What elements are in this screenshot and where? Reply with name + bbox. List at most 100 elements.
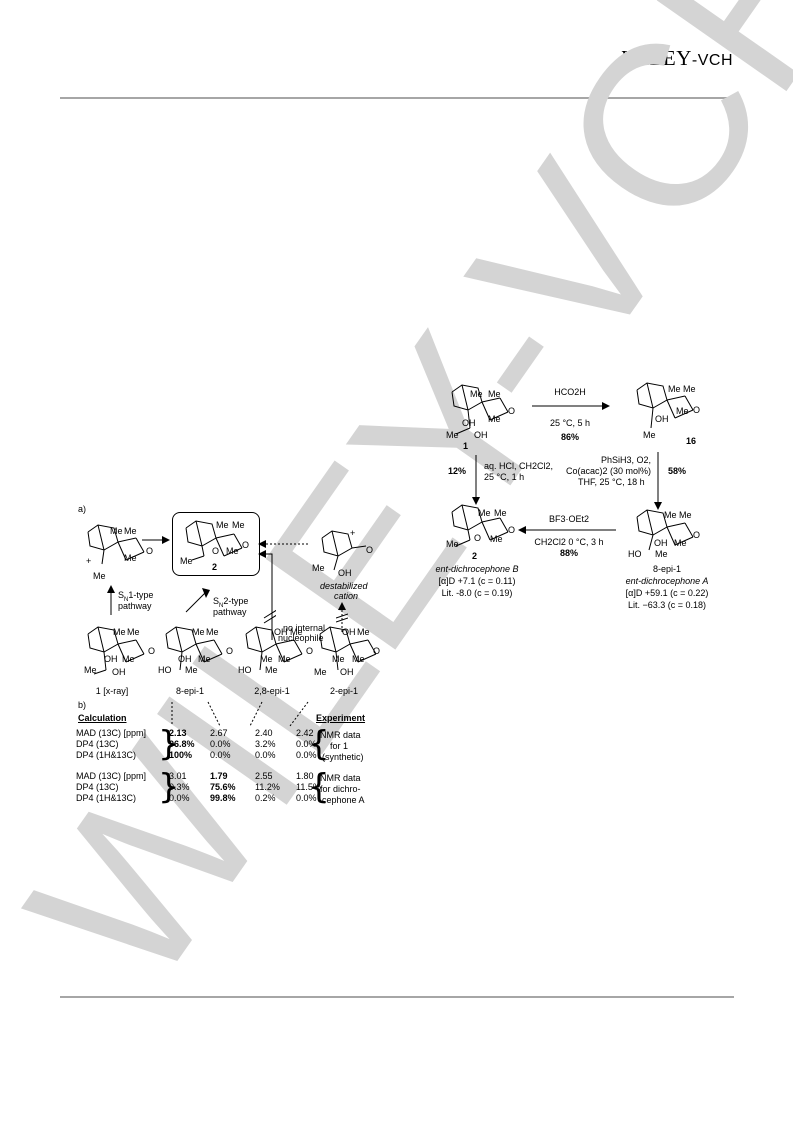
cell: 3.01 [169, 771, 187, 781]
structure-16 [636, 382, 694, 429]
label-o: O [366, 545, 374, 555]
sn2-pathway: pathway [213, 607, 247, 617]
cell: 0.0% [255, 750, 276, 760]
label-me: Me [314, 667, 327, 677]
label-me: Me [185, 665, 198, 675]
compound-16-label: 16 [686, 436, 697, 446]
arrow-to-product [142, 536, 170, 544]
label-plus: + [86, 556, 92, 566]
r1-reagent: HCO2H [554, 387, 586, 397]
label-o: O [693, 405, 701, 415]
label-me: Me [93, 571, 106, 581]
label-me: Me [470, 389, 483, 399]
compound-8-epi-rotation: [α]D +59.1 (c = 0.22) [625, 588, 709, 598]
label-me: Me [110, 526, 123, 536]
label-oh: OH [655, 414, 669, 424]
row-label: DP4 (1H&13C) [76, 750, 137, 760]
r2-reagent: PhSiH3, O2, [601, 455, 652, 465]
sn1-pathway: pathway [118, 601, 152, 611]
reaction-arrow-3 [472, 455, 480, 505]
isomer-2-8-epi-structure [245, 626, 303, 671]
label-me: Me [216, 520, 229, 530]
exp1-line3: (synthetic) [322, 752, 364, 762]
r2-conditions: THF, 25 °C, 18 h [578, 477, 645, 487]
structure-product-2 [185, 520, 243, 561]
exp1-line1: NMR data [320, 730, 361, 740]
reaction-arrow-2 [654, 452, 662, 510]
cell: 2.13 [169, 728, 187, 738]
no-nucleophile-label-2: nucleophile [278, 633, 324, 643]
cell: 0.0% [296, 750, 317, 760]
cell: 2.40 [255, 728, 273, 738]
label-me: Me [655, 549, 668, 559]
label-ho: HO [158, 665, 172, 675]
label-me: Me [490, 534, 503, 544]
compound-2-literature: Lit. -8.0 (c = 0.19) [441, 588, 513, 598]
label-me: Me [357, 627, 370, 637]
exp1-line2: for 1 [330, 741, 349, 751]
label-me: Me [122, 654, 135, 664]
label-oh: OH [342, 627, 356, 637]
label-oh: OH [104, 654, 118, 664]
label-o: O [212, 546, 220, 556]
label-o: O [474, 533, 482, 543]
cell: 96.8% [169, 739, 195, 749]
cell: 0.0% [210, 750, 231, 760]
label-me: Me [494, 508, 507, 518]
cell: 0.2% [255, 793, 276, 803]
panel-b-label: b) [78, 700, 87, 710]
product-label: 2 [212, 562, 218, 572]
label-me: Me [278, 654, 291, 664]
cell: 11.2% [255, 782, 280, 792]
isomer-label-8-epi: 8-epi-1 [175, 686, 204, 696]
compound-2-label: 2 [472, 551, 478, 561]
destabilized-label: destabilized [320, 581, 368, 591]
label-o: O [508, 406, 516, 416]
label-me: Me [84, 665, 97, 675]
table-row: DP4 (1H&13C) 100% 0.0% 0.0% 0.0% [76, 750, 329, 761]
calc-header: Calculation [78, 713, 127, 723]
blocked-arrow [258, 550, 276, 640]
compound-8-epi-name: ent-dichrocephone A [625, 576, 709, 586]
label-o: O [226, 646, 234, 656]
label-me: Me [232, 520, 245, 530]
compound-2-rotation: [α]D +7.1 (c = 0.11) [438, 576, 516, 586]
label-oh: OH [178, 654, 192, 664]
isomer-label-2-8-epi: 2,8-epi-1 [254, 686, 290, 696]
label-oh: OH [338, 568, 352, 578]
label-oh: OH [112, 667, 126, 677]
structure-destabilized-cation [321, 530, 367, 571]
label-o: O [373, 646, 381, 656]
label-o: O [508, 525, 516, 535]
label-me: Me [124, 553, 137, 563]
cell: 100% [169, 750, 193, 760]
label-oh: OH [274, 627, 288, 637]
label-me: Me [290, 627, 303, 637]
brace-left-2: } [158, 767, 180, 807]
cell: 0.0% [296, 793, 317, 803]
exp-header: Experiment [316, 713, 366, 723]
label-me: Me [180, 556, 193, 566]
r3-yield: 12% [448, 466, 467, 476]
compound-8-epi-label: 8-epi-1 [652, 564, 681, 574]
compound-2-name: ent-dichrocephone B [435, 564, 519, 574]
reaction-arrow-1 [532, 402, 610, 410]
cell: 1.80 [296, 771, 314, 781]
exp2-line1: NMR data [320, 773, 361, 783]
label-oh: OH [340, 667, 354, 677]
row-label: MAD (13C) [ppm] [76, 728, 147, 738]
exp2-line2: for dichro- [320, 784, 361, 794]
cell: 2.67 [210, 728, 228, 738]
table-row: DP4 (13C)96.8%0.0%3.2%0.0% [76, 739, 329, 750]
label-me: Me [265, 665, 278, 675]
label-o: O [146, 546, 154, 556]
cell: 0.0% [296, 739, 317, 749]
cation-label: cation [334, 591, 359, 601]
isomer-8-epi-structure [165, 626, 223, 671]
structure-sn1-cation [87, 524, 145, 565]
sn1-label: SN1-type [118, 590, 154, 603]
label-me: Me [488, 414, 501, 424]
r1-yield: 86% [560, 432, 579, 442]
label-o: O [148, 646, 156, 656]
